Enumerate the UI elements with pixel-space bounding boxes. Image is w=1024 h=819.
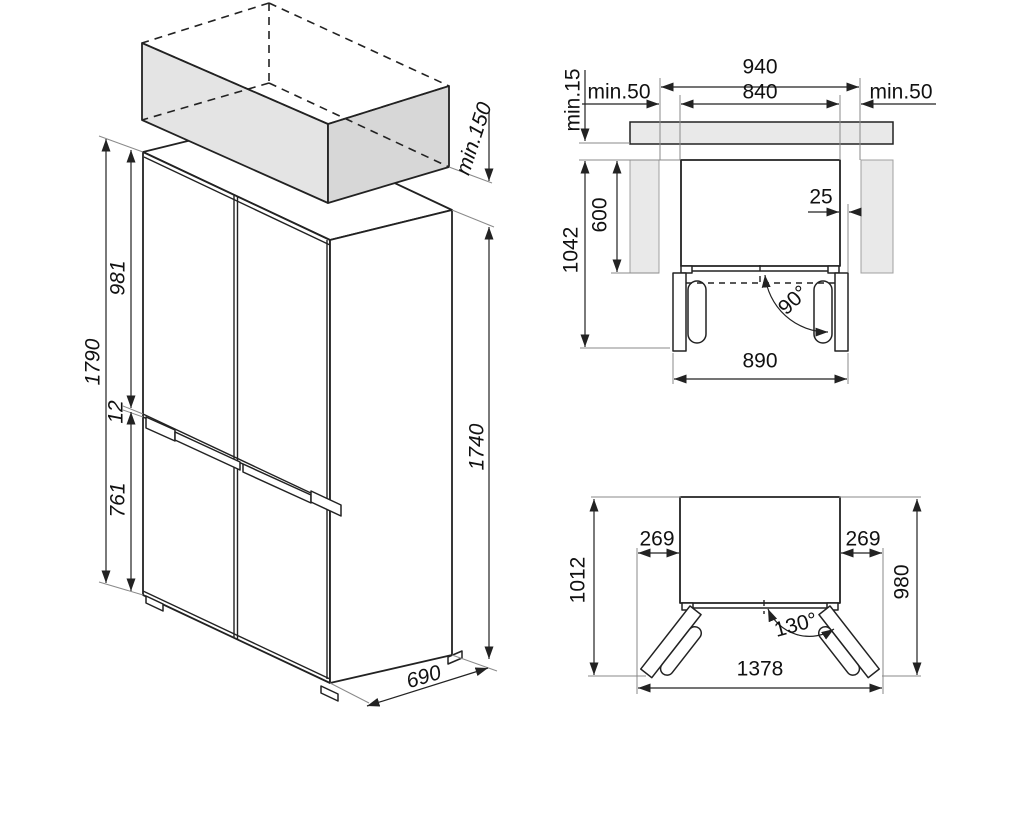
dim-cabinet-width: 840 xyxy=(742,81,777,104)
iso-extension-lines xyxy=(98,135,498,704)
iso-view: 1790 981 12 761 min.150 1740 690 xyxy=(82,2,498,707)
niche-extension-lines xyxy=(579,78,861,384)
rear-wall xyxy=(629,121,894,145)
dim-lower-door-height: 761 xyxy=(107,482,130,517)
clearance-box-right-face xyxy=(327,85,450,204)
dim-width-open: 890 xyxy=(742,350,777,373)
dim-depth: 690 xyxy=(404,661,445,693)
door-handle-left xyxy=(687,280,707,344)
side-wall-right xyxy=(860,159,894,274)
dim-right-protrusion: 269 xyxy=(845,528,880,551)
top-view-open: 269 269 1012 980 130° 1378 xyxy=(567,496,922,694)
handle-bracket-right xyxy=(310,490,342,517)
open-door-right xyxy=(834,272,849,352)
open-extension-lines xyxy=(588,496,921,694)
door-handles xyxy=(145,416,342,517)
fridge-feet xyxy=(145,595,463,702)
dim-niche-width: 940 xyxy=(742,56,777,79)
clearance-box xyxy=(141,2,450,204)
dim-depth-open-left: 1012 xyxy=(567,557,590,604)
top-view-niche: 940 840 min.50 min.50 min.15 1042 600 25… xyxy=(560,56,936,384)
cabinet-top-outline-2 xyxy=(679,496,841,604)
door-handle-right xyxy=(813,280,833,344)
dim-depth-open-right: 980 xyxy=(891,564,914,599)
dim-middle-gap: 12 xyxy=(105,400,128,424)
dim-side-clearance-right: min.50 xyxy=(869,81,932,104)
dim-left-protrusion: 269 xyxy=(639,528,674,551)
niche-dimension-lines xyxy=(580,70,936,384)
foot-front-left xyxy=(145,595,164,612)
dim-total-height: 1790 xyxy=(82,338,105,385)
clearance-box-hidden-edges xyxy=(141,2,450,168)
open-door-left-130 xyxy=(639,605,703,679)
hinge-right xyxy=(827,265,840,274)
handle-bar-left xyxy=(174,431,241,471)
foot-back-right xyxy=(447,650,463,665)
open-dimension-lines xyxy=(589,499,922,693)
dim-rear-clearance: min.15 xyxy=(562,68,585,131)
dim-side-wall-depth: 600 xyxy=(589,197,612,232)
open-door-right-130 xyxy=(817,605,881,679)
iso-dimension-lines xyxy=(101,112,494,707)
foot-front-right xyxy=(320,685,339,702)
dim-body-height: 1740 xyxy=(466,423,489,470)
dim-total-width-open: 1378 xyxy=(737,658,784,681)
hinge-left xyxy=(680,265,693,274)
door-swing-arc-90 xyxy=(761,274,829,337)
dim-total-depth-open: 1042 xyxy=(560,227,583,274)
open-door-left xyxy=(672,272,687,352)
dim-door-protrusion: 25 xyxy=(809,186,832,209)
fridge-right-face xyxy=(329,209,453,684)
handle-bracket-left xyxy=(145,416,176,442)
handle-bar-right xyxy=(242,463,312,504)
cabinet-top-outline xyxy=(680,159,841,267)
dim-side-clearance-left: min.50 xyxy=(587,81,650,104)
dim-top-clearance: min.150 xyxy=(452,99,497,177)
dim-door-angle-90: 90° xyxy=(774,281,813,319)
dim-upper-door-height: 981 xyxy=(107,260,130,295)
door-swing-arc-130 xyxy=(767,608,835,640)
side-wall-left xyxy=(629,159,660,274)
